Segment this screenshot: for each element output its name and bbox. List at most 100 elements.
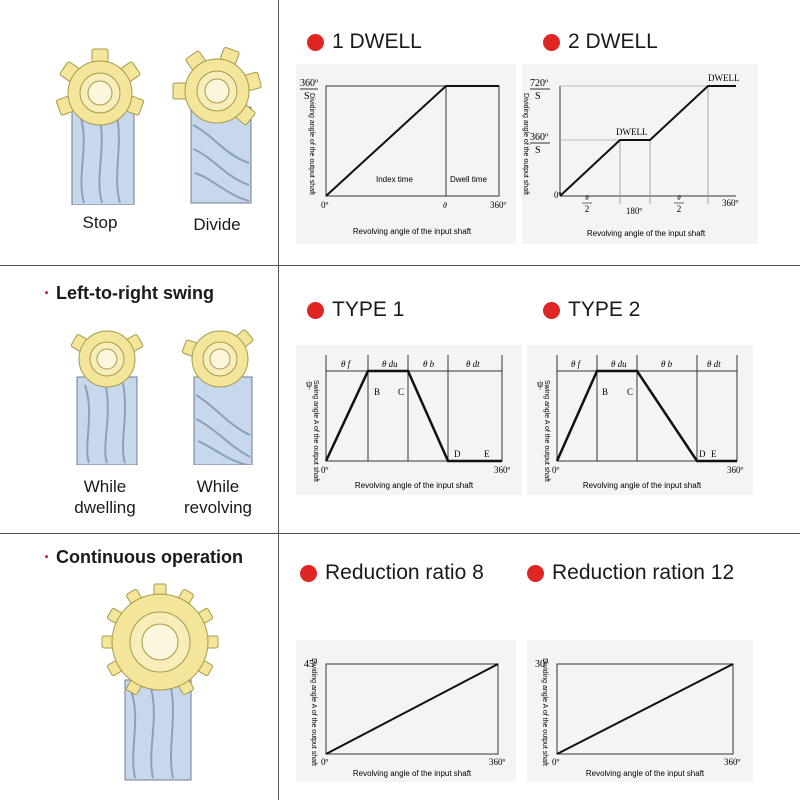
dwell2-ylabel: Dividing angle of the output shaft <box>522 93 529 195</box>
dwell2-y-mid: 360º <box>530 132 548 143</box>
reduction8-motion-line <box>325 663 499 755</box>
revolving-illustration <box>181 329 254 465</box>
bullet-dot: · <box>44 283 50 303</box>
red-bullet-icon <box>307 301 324 319</box>
dwell1-chart: 360º S Dividing angle of the output shaf… <box>300 78 507 236</box>
type1-point-d: D <box>454 449 461 459</box>
continuous-title-text: Continuous operation <box>56 547 243 567</box>
type1-theta-b: θ b <box>423 359 435 369</box>
type2-x360: 360º <box>727 465 744 475</box>
type1-chart-panel <box>296 345 522 495</box>
dwell2-title-text: 2 DWELL <box>568 30 658 53</box>
dwelling-illustration <box>70 330 144 465</box>
type2-title-text: TYPE 2 <box>568 298 641 321</box>
type2-point-c: C <box>627 387 633 397</box>
type1-plot-frame <box>325 370 503 462</box>
type2-theta-f: θ f <box>571 359 582 369</box>
type2-y-sym: ψ <box>537 379 544 390</box>
dwell1-index-time: Index time <box>376 175 413 184</box>
reduction12-title-text: Reduction ration 12 <box>552 561 735 584</box>
dwell2-x360: 360º <box>722 198 739 208</box>
reduction12-x0: 0º <box>552 757 560 767</box>
dwell1-plot-frame <box>325 85 500 197</box>
red-bullet-icon <box>307 33 324 51</box>
dwell2-dwell-mid: DWELL <box>616 127 648 137</box>
dwell2-theta-den-2: 2 <box>677 204 682 214</box>
dwell2-chart: 720º S 360º S Dividing angle of the outp… <box>522 73 740 238</box>
type2-ylabel: Swing angle A of the output shaft <box>543 380 550 482</box>
dwell1-dwell-time: Dwell time <box>450 175 487 184</box>
row-divider-1 <box>0 265 800 266</box>
red-bullet-icon <box>300 564 317 582</box>
continuous-section-title: · Continuous operation <box>44 547 243 568</box>
type1-point-b: B <box>374 387 380 397</box>
dwell2-x180: 180º <box>626 206 643 216</box>
type2-point-d: D <box>699 449 706 459</box>
reduction12-title: Reduction ration 12 <box>527 561 734 585</box>
red-bullet-icon <box>543 301 560 319</box>
dwell1-y-top-den: S <box>304 91 310 102</box>
dwell2-title: 2 DWELL <box>543 30 658 54</box>
reduction12-motion-line <box>556 663 734 755</box>
dwell1-x0: 0º <box>321 200 329 210</box>
reduction8-ylabel: Dividing angle A of the output shaft <box>310 658 317 766</box>
reduction8-x0: 0º <box>321 757 329 767</box>
dwell2-theta-num-2: θ <box>677 194 681 202</box>
while-dwelling-text: While dwelling <box>74 477 136 517</box>
type1-point-c: C <box>398 387 404 397</box>
type1-ylabel: Swing angle A of the output shaft <box>312 380 319 482</box>
type2-xlabel: Revolving angle of the input shaft <box>583 481 702 490</box>
reduction12-ylabel: Dividing angle A of the output shaft <box>541 658 548 766</box>
swing-title-text: Left-to-right swing <box>56 283 214 303</box>
red-bullet-icon <box>527 564 544 582</box>
type2-motion-curve <box>555 369 737 463</box>
type2-theta-du: θ du <box>611 359 627 369</box>
type2-point-b: B <box>602 387 608 397</box>
type2-theta-dt: θ dt <box>707 359 721 369</box>
dwell2-y-top: 720º <box>530 78 548 89</box>
reduction8-x360: 360º <box>489 757 506 767</box>
type2-theta-b: θ b <box>661 359 673 369</box>
column-divider <box>278 0 279 800</box>
reduction8-title-text: Reduction ratio 8 <box>325 561 484 584</box>
dwell1-chart-panel <box>296 64 516 244</box>
dwell1-title: 1 DWELL <box>307 30 422 54</box>
reduction8-title: Reduction ratio 8 <box>300 561 484 585</box>
stop-caption: Stop <box>82 213 118 232</box>
dwell2-motion-curve <box>559 85 736 197</box>
dwell2-chart-panel <box>522 64 758 244</box>
bullet-dot: · <box>44 547 50 567</box>
divide-caption: Divide <box>193 215 241 234</box>
swing-section-title: · Left-to-right swing <box>44 283 214 304</box>
reduction8-plot-frame <box>325 663 499 755</box>
stop-gear-illustration <box>55 48 145 205</box>
type1-theta-dt: θ dt <box>466 359 480 369</box>
type1-point-e: E <box>484 449 490 459</box>
type1-xlabel: Revolving angle of the input shaft <box>355 481 474 490</box>
dwell1-y-top: 360º <box>300 78 318 89</box>
dwell2-y-top-den: S <box>535 91 541 102</box>
type2-point-e: E <box>711 449 717 459</box>
type2-plot-frame <box>556 370 738 462</box>
while-revolving-caption: While revolving <box>172 476 264 518</box>
dwell1-xlabel: Revolving angle of the input shaft <box>353 227 472 236</box>
dwell2-dwell-upper: DWELL <box>708 73 740 83</box>
reduction12-y-top: 30º <box>535 659 548 670</box>
type2-chart-panel <box>527 345 753 495</box>
type1-x360: 360º <box>494 465 511 475</box>
reduction8-xlabel: Revolving angle of the input shaft <box>353 769 472 778</box>
type1-chart: θ f θ du θ b θ dt ψ Swing angle A of the… <box>306 355 511 490</box>
dwell1-theta: θ <box>443 201 447 210</box>
dwell1-title-text: 1 DWELL <box>332 30 422 53</box>
type2-title: TYPE 2 <box>543 298 640 322</box>
type1-title: TYPE 1 <box>307 298 404 322</box>
dwell2-y-mid-den: S <box>535 145 541 156</box>
divide-gear-illustration <box>172 46 262 204</box>
dwell1-x360: 360º <box>490 200 507 210</box>
while-dwelling-caption: While dwelling <box>60 476 150 518</box>
dwell1-ylabel: Dividing angle of the output shaft <box>308 93 315 195</box>
while-revolving-text: While revolving <box>183 477 253 517</box>
type2-chart: θ f θ du θ b θ dt ψ Swing angle A of the… <box>537 355 744 490</box>
type1-x0: 0º <box>321 465 329 475</box>
